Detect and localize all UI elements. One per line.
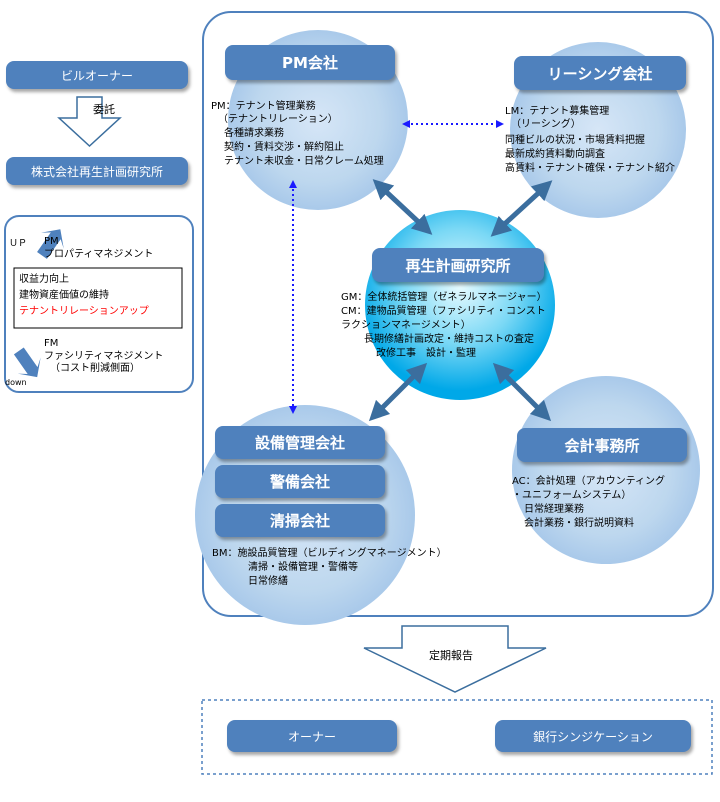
fm-title: FM [44,338,59,349]
pm-line-3: 各種請求業務 [224,128,284,139]
up-arrow-icon [37,229,64,259]
pm-subtitle: プロパティマネジメント [44,249,154,260]
center-line-4: 長期修繕計画改定・維持コストの査定 [364,334,534,345]
ac-line-3: 日常経理業務 [524,504,584,515]
value-line-2: 建物資産価値の維持 [19,290,109,301]
pm-line-4: 契約・賃料交渉・解約阻止 [224,142,344,153]
arrow-center-ac [492,362,552,422]
arrow-pm-center [372,179,433,235]
pm-company-box: PM会社 [225,45,395,80]
entrust-label: 委託 [93,103,115,116]
center-line-2: CM：建物品質管理（ファシリティ・コンスト [341,306,546,317]
security-company-box: 警備会社 [215,465,385,498]
center-company-box: 再生計画研究所 [372,248,544,282]
pm-line-2: （テナントリレーション） [218,114,338,125]
down-arrow-icon [13,347,41,378]
stakeholder-frame [201,699,713,775]
value-line-red: テナントリレーションアップ [19,306,149,317]
report-arrow [363,625,547,693]
report-label: 定期報告 [429,649,473,662]
arrow-leasing-center [490,180,553,237]
value-line-1: 収益力向上 [19,274,69,285]
pm-line-1: PM：テナント管理業務 [211,101,316,112]
fm-subtitle: ファシリティマネジメント [44,351,164,362]
leasing-company-box: リーシング会社 [514,56,686,90]
ac-line-4: 会計業務・銀行説明資料 [524,518,634,529]
down-label: down [5,378,27,387]
cleaning-company-box: 清掃会社 [215,504,385,537]
leasing-line-4: 最新成約賃料動向調査 [505,149,605,160]
building-owner-box: ビルオーナー [6,61,188,89]
pm-line-5: テナント未収金・日常クレーム処理 [224,156,384,167]
bm-line-1: BM：施設品質管理（ビルディングマネージメント） [212,548,447,559]
entrust-arrow [57,96,122,148]
fm-subtitle-2: （コスト削減側面） [50,363,140,374]
arrow-center-bm [368,362,428,422]
leasing-line-3: 同種ビルの状況・市場賃料把握 [505,135,645,146]
center-line-5: 改修工事 設計・監理 [376,348,476,359]
center-line-3: ラクションマネージメント） [341,320,471,331]
leasing-line-5: 高賃料・テナント確保・テナント紹介 [505,163,675,174]
owner-box: オーナー [227,720,397,752]
pm-title: PM [44,236,59,247]
bm-line-3: 日常修繕 [248,576,288,587]
center-line-1: GM：全体統括管理（ゼネラルマネージャー） [341,292,547,303]
up-label: ＵＰ [9,239,28,249]
ac-line-1: AC：会計処理（アカウンティング [512,476,666,487]
leasing-line-2: （リーシング） [511,119,581,130]
company-box: 株式会社再生計画研究所 [6,157,188,185]
facility-management-box: 設備管理会社 [215,426,385,459]
organization-frame [202,11,714,617]
accounting-firm-box: 会計事務所 [517,428,687,462]
leasing-line-1: LM：テナント募集管理 [505,106,610,117]
ac-line-2: ・ユニフォームシステム） [512,490,632,501]
ac-circle [512,376,700,564]
bank-syndication-box: 銀行シンジケーション [495,720,691,752]
value-box [13,267,183,329]
bm-line-2: 清掃・設備管理・警備等 [248,562,358,573]
